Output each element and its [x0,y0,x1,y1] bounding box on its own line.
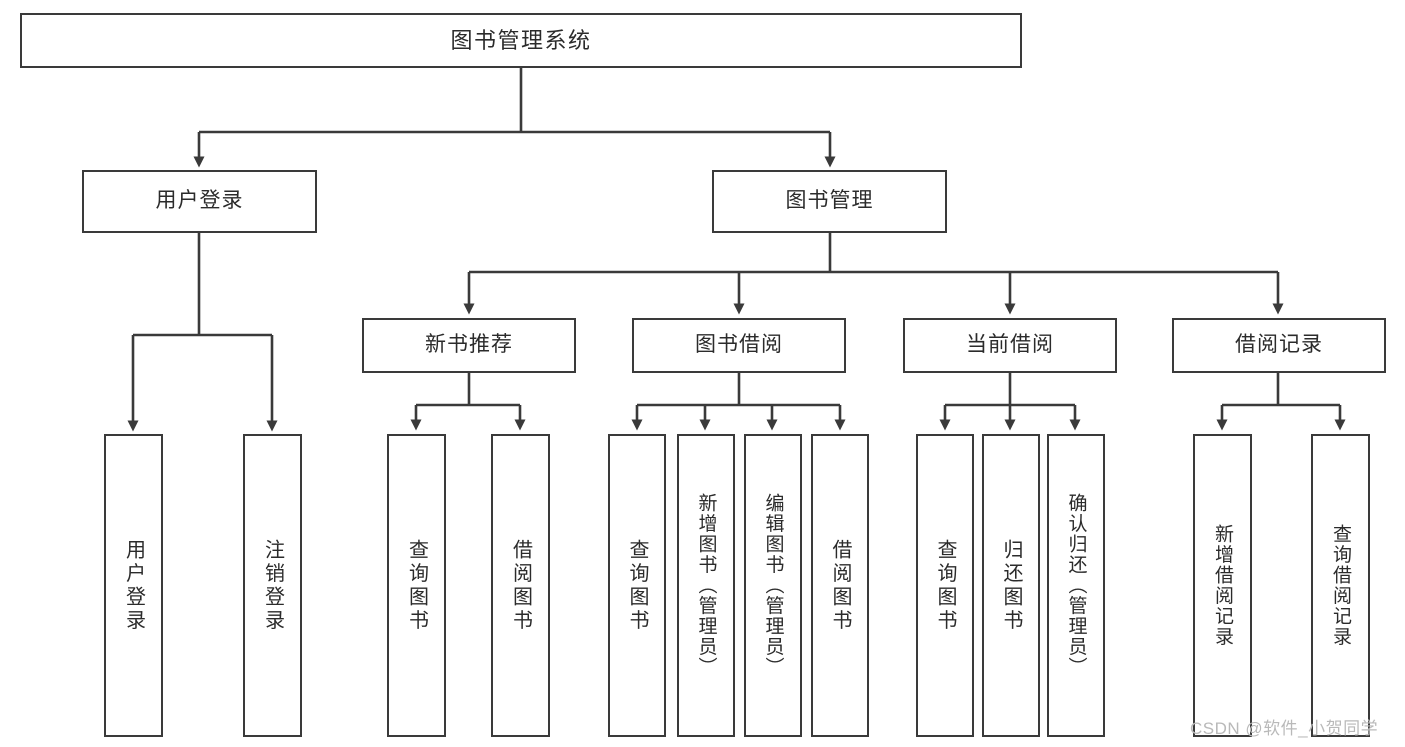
leaf-confirm-return-admin[interactable]: 确认归还（管理员） [1047,434,1105,737]
node-book-borrow-label: 图书借阅 [695,333,783,357]
leaf-query-book-borrow[interactable]: 查询图书 [608,434,666,737]
node-book-borrow[interactable]: 图书借阅 [632,318,846,373]
leaf-borrow-book-recommend-label: 借阅图书 [509,538,532,633]
node-borrow-record-label: 借阅记录 [1235,333,1323,357]
node-current-borrow-label: 当前借阅 [966,333,1054,357]
leaf-borrow-book[interactable]: 借阅图书 [811,434,869,737]
leaf-add-book-admin[interactable]: 新增图书（管理员） [677,434,735,737]
leaf-confirm-return-admin-label: 确认归还（管理员） [1065,493,1087,678]
leaf-return-book-label: 归还图书 [1000,538,1022,633]
leaf-query-book-current[interactable]: 查询图书 [916,434,974,737]
leaf-logout[interactable]: 注销登录 [243,434,302,737]
node-user-login-label: 用户登录 [155,189,244,213]
leaf-query-book-borrow-label: 查询图书 [626,538,648,633]
leaf-borrow-book-label: 借阅图书 [829,538,851,633]
node-book-management[interactable]: 图书管理 [712,170,947,233]
leaf-query-borrow-record[interactable]: 查询借阅记录 [1311,434,1370,737]
leaf-add-borrow-record-label: 新增借阅记录 [1212,524,1233,647]
leaf-edit-book-admin[interactable]: 编辑图书（管理员） [744,434,802,737]
leaf-borrow-book-recommend[interactable]: 借阅图书 [491,434,550,737]
leaf-query-borrow-record-label: 查询借阅记录 [1330,524,1351,647]
leaf-query-book-recommend-label: 查询图书 [405,538,428,633]
leaf-add-book-admin-label: 新增图书（管理员） [695,493,717,678]
leaf-return-book[interactable]: 归还图书 [982,434,1040,737]
node-current-borrow[interactable]: 当前借阅 [903,318,1117,373]
leaf-edit-book-admin-label: 编辑图书（管理员） [762,493,784,678]
node-user-login[interactable]: 用户登录 [82,170,317,233]
node-new-book-recommend[interactable]: 新书推荐 [362,318,576,373]
node-book-management-label: 图书管理 [785,189,874,213]
node-root[interactable]: 图书管理系统 [20,13,1022,68]
leaf-logout-label: 注销登录 [261,538,284,633]
watermark: CSDN @软件_小贺同学 [1190,719,1379,738]
node-borrow-record[interactable]: 借阅记录 [1172,318,1386,373]
leaf-query-book-recommend[interactable]: 查询图书 [387,434,446,737]
leaf-add-borrow-record[interactable]: 新增借阅记录 [1193,434,1252,737]
node-root-label: 图书管理系统 [450,27,592,53]
node-new-book-recommend-label: 新书推荐 [425,333,513,357]
leaf-user-login[interactable]: 用户登录 [104,434,163,737]
leaf-user-login-label: 用户登录 [122,538,145,633]
leaf-query-book-current-label: 查询图书 [934,538,956,633]
